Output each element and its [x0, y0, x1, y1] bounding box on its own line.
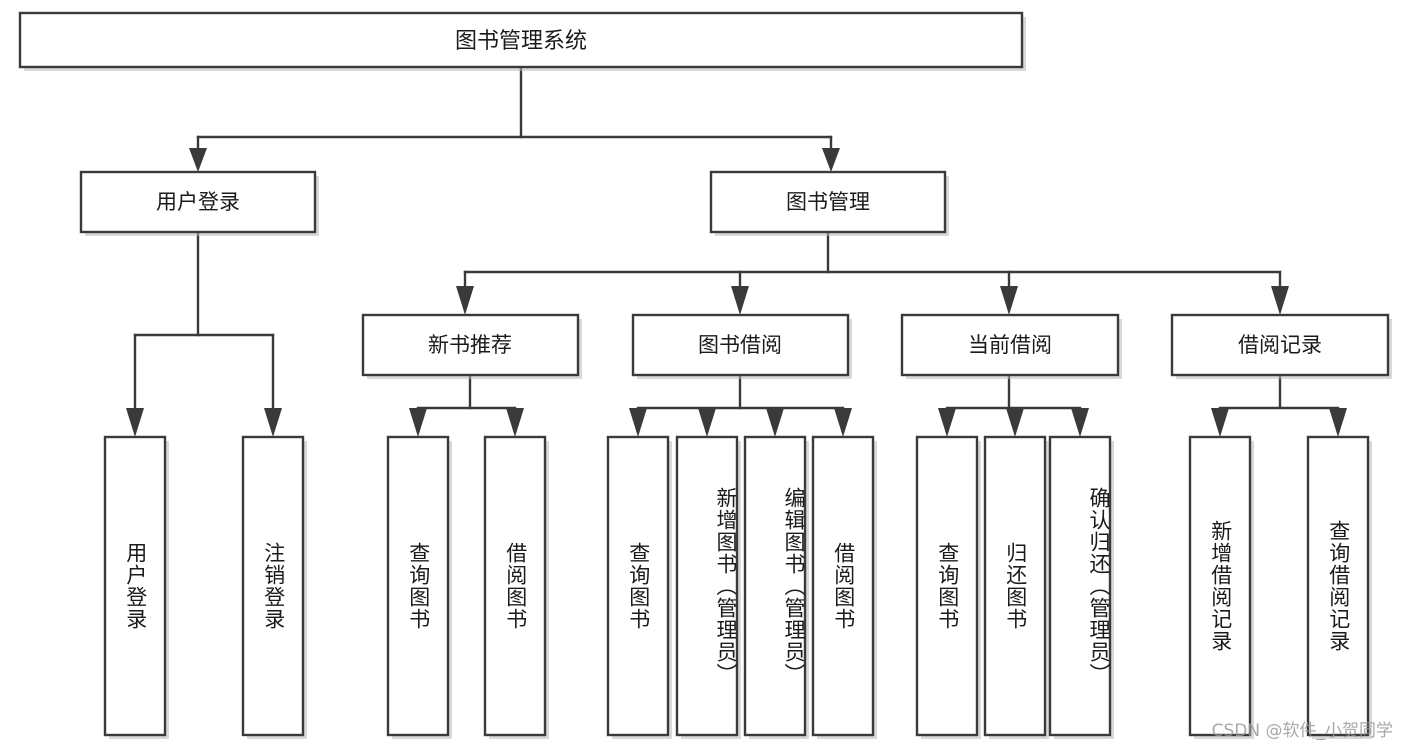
- arrow-head-leaf-query-book-recommend: [409, 408, 427, 437]
- node-user-login-label: 用户登录: [156, 190, 240, 214]
- connector-group-book-management: [456, 230, 1289, 315]
- leaf-query-book-borrow-rect[interactable]: [606, 435, 670, 737]
- node-borrow-record-label: 借阅记录: [1238, 333, 1322, 357]
- csdn-watermark: CSDN @软件_小贺同学: [1211, 721, 1393, 741]
- node-book-management-rect[interactable]: [709, 170, 947, 234]
- arrow-head-leaf-user-logout: [264, 408, 282, 437]
- node-book-borrow-label: 图书借阅: [698, 333, 782, 357]
- node-current-borrow-rect[interactable]: [900, 313, 1120, 377]
- arrow-head-leaf-query-book-current: [938, 408, 956, 437]
- node-borrow-record[interactable]: 借阅记录: [1170, 313, 1392, 379]
- connector-group-user-login: [126, 230, 282, 437]
- arrow-head-borrow-record: [1271, 286, 1289, 315]
- leaf-edit-book-admin-rect[interactable]: [743, 435, 807, 737]
- connector-group-book-borrow: [629, 373, 852, 437]
- node-current-borrow[interactable]: 当前借阅: [900, 313, 1122, 379]
- node-user-login[interactable]: 用户登录: [79, 170, 319, 236]
- leaf-add-book-admin-rect[interactable]: [675, 435, 739, 737]
- arrow-head-leaf-confirm-return-admin: [1071, 408, 1089, 437]
- node-new-book-recommend[interactable]: 新书推荐: [361, 313, 582, 379]
- arrow-head-book-borrow: [731, 286, 749, 315]
- arrow-head-leaf-return-book: [1006, 408, 1024, 437]
- node-root-rect[interactable]: [18, 11, 1024, 69]
- leaf-borrow-book-recommend-rect[interactable]: [483, 435, 547, 737]
- leaf-user-logout-rect[interactable]: [241, 435, 305, 737]
- connector-group-root: [189, 65, 840, 172]
- arrow-head-leaf-edit-book-admin: [766, 408, 784, 437]
- leaf-add-borrow-record-rect[interactable]: [1188, 435, 1252, 737]
- node-root[interactable]: 图书管理系统: [18, 11, 1026, 71]
- arrow-head-leaf-user-login: [126, 408, 144, 437]
- leaf-query-borrow-record-rect[interactable]: [1306, 435, 1370, 737]
- arrow-head-leaf-borrow-book-recommend: [506, 408, 524, 437]
- leaf-query-book-current-rect[interactable]: [915, 435, 979, 737]
- arrow-head-new-book-recommend: [456, 286, 474, 315]
- leaf-borrow-book-rect[interactable]: [811, 435, 875, 737]
- arrow-head-current-borrow: [1000, 286, 1018, 315]
- arrow-head-leaf-query-borrow-record: [1329, 408, 1347, 437]
- arrow-head-leaf-add-book-admin: [698, 408, 716, 437]
- arrow-head-leaf-query-book-borrow: [629, 408, 647, 437]
- node-book-borrow-rect[interactable]: [631, 313, 850, 377]
- node-root-label: 图书管理系统: [455, 29, 587, 54]
- node-borrow-record-rect[interactable]: [1170, 313, 1390, 377]
- arrow-head-leaf-borrow-book: [834, 408, 852, 437]
- node-user-login-rect[interactable]: [79, 170, 317, 234]
- leaf-user-login-rect[interactable]: [103, 435, 167, 737]
- connector-group-current-borrow: [938, 373, 1089, 437]
- arrow-head-leaf-add-borrow-record: [1211, 408, 1229, 437]
- leaf-query-book-recommend-rect[interactable]: [386, 435, 450, 737]
- arrow-head-book-management: [822, 148, 840, 172]
- node-new-book-recommend-label: 新书推荐: [428, 333, 512, 357]
- leaf-boxes-group: [103, 435, 1372, 739]
- leaf-confirm-return-admin-rect[interactable]: [1048, 435, 1112, 737]
- connector-group-new-book-recommend: [409, 373, 524, 437]
- leaf-return-book-rect[interactable]: [983, 435, 1047, 737]
- node-current-borrow-label: 当前借阅: [968, 333, 1052, 357]
- node-new-book-recommend-rect[interactable]: [361, 313, 580, 377]
- arrow-head-user-login: [189, 148, 207, 172]
- connector-group-borrow-record: [1211, 373, 1347, 437]
- node-book-borrow[interactable]: 图书借阅: [631, 313, 852, 379]
- node-book-management-label: 图书管理: [786, 190, 870, 214]
- node-book-management[interactable]: 图书管理: [709, 170, 949, 236]
